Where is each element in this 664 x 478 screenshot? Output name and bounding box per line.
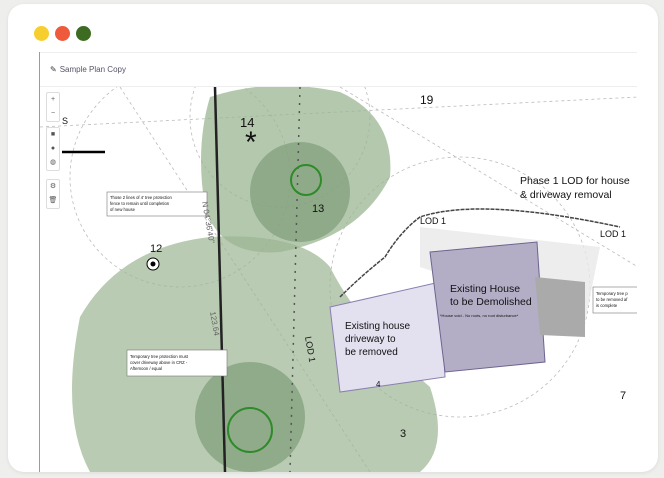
- page-title: Sample Plan Copy: [59, 65, 126, 74]
- callout-text: Afternoon / equal: [130, 366, 162, 371]
- callout-text: cover driveway above in CRZ -: [130, 360, 188, 365]
- tree-label: 14: [240, 115, 254, 130]
- callout-boxes: [106, 191, 637, 377]
- edit-controls: ⚙ 🗑: [46, 179, 60, 209]
- minimize-dot[interactable]: [34, 26, 49, 41]
- north-arrow-label: S: [62, 116, 68, 126]
- globe-icon[interactable]: ◍: [49, 159, 57, 166]
- lod-label: LOD 1: [420, 216, 446, 226]
- driveway-label: driveway to: [345, 334, 396, 345]
- callout-text: is complete: [596, 303, 618, 308]
- callout-text: fence to remain until completion: [110, 201, 170, 206]
- header: ✎ Sample Plan Copy: [40, 52, 637, 87]
- tree-label: 13: [312, 203, 324, 215]
- driveway-label: Existing house: [345, 321, 410, 332]
- driveway-label: be removed: [345, 347, 398, 358]
- tree-label: 4: [376, 380, 381, 389]
- tree-protection-zones: [72, 85, 438, 472]
- tree-label: 19: [420, 93, 434, 107]
- zoom-out-button[interactable]: −: [50, 110, 56, 117]
- callout-text: of new house: [110, 207, 136, 212]
- callout-text: Those 2 lines of 4' tree protection: [110, 195, 172, 200]
- tree-label: 3: [400, 428, 406, 440]
- tree-label: 12: [150, 243, 162, 255]
- circle-tool-button[interactable]: ●: [50, 145, 56, 152]
- lod-label: LOD 1: [303, 336, 317, 363]
- phase1-label: & driveway removal: [520, 189, 612, 201]
- phase1-label: Phase 1 LOD for house: [520, 175, 630, 187]
- trash-icon[interactable]: 🗑: [48, 197, 58, 204]
- zoom-in-button[interactable]: +: [50, 96, 56, 103]
- plan-viewer: ✎ Sample Plan Copy: [39, 52, 637, 472]
- house-label: Existing House: [450, 283, 520, 295]
- callout-text: Temporary tree protection must: [130, 354, 189, 359]
- callout-text: Temporary tree p: [596, 291, 628, 296]
- draw-controls: ■ ● ◍: [46, 127, 60, 171]
- tree-symbol: *: [245, 126, 257, 159]
- tree-label: 7: [620, 390, 626, 402]
- pencil-icon: ✎: [50, 65, 57, 74]
- house-label: to be Demolished: [450, 296, 532, 308]
- elevation-label: 123.64: [208, 311, 221, 337]
- site-plan-map[interactable]: 14 * 19 12 13 7 3 4 S LOD 1 LOD 1 LOD 1 …: [40, 52, 637, 472]
- maximize-dot[interactable]: [76, 26, 91, 41]
- settings-icon[interactable]: ⚙: [49, 183, 57, 190]
- zoom-controls: + −: [46, 92, 60, 122]
- close-dot[interactable]: [55, 26, 70, 41]
- square-tool-button[interactable]: ■: [50, 131, 56, 138]
- house-note: *House void - No roots, no root disturba…: [440, 313, 519, 318]
- lod-label: LOD 1: [600, 229, 626, 239]
- callout-text: to be removed af: [596, 297, 628, 302]
